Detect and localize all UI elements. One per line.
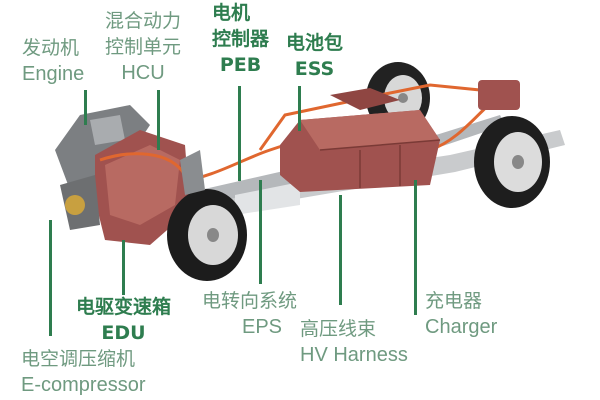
charger-leader-line [414,180,417,315]
harness-label-zh: 高压线束 [300,318,377,340]
peb-label-en: PEB [219,54,262,76]
hcu-leader-line [157,90,160,150]
charger-label-zh: 充电器 [425,290,483,312]
eps-leader-line [259,180,262,284]
hcu-label-en: HCU [121,62,165,84]
front-right-wheel [167,150,247,281]
harness-label: 高压线束 HV Harness [300,316,408,368]
battery-pack [280,88,441,192]
engine-leader-line [84,90,87,125]
hcu-label-zh-2: 控制单元 [105,36,182,58]
ess-label: 电池包 ESS [286,30,343,82]
harness-label-en: HV Harness [300,344,408,366]
hcu-label: 混合动力 控制单元 HCU [105,8,181,86]
edu-label-en: EDU [101,322,146,344]
powertrain [55,105,190,245]
peb-leader-line [238,86,241,181]
ecompressor-label-zh: 电空调压缩机 [21,348,136,370]
harness-leader-line [339,195,342,305]
charger-unit [478,80,520,110]
eps-label-en: EPS [242,316,283,338]
peb-label-zh-1: 电机 [212,2,251,24]
charger-label: 充电器 Charger [425,288,497,340]
peb-label-zh-2: 控制器 [212,28,270,50]
eps-label: 电转向系统 EPS [202,288,297,340]
engine-label-zh: 发动机 [22,37,80,59]
ess-leader-line [298,86,301,131]
ess-label-en: ESS [294,58,335,80]
edu-label: 电驱变速箱 EDU [76,294,171,346]
rear-right-wheel [474,116,550,208]
edu-leader-line [122,240,125,295]
engine-label-en: Engine [22,63,85,85]
eps-label-zh: 电转向系统 [202,290,298,312]
ecompressor-leader-line [49,220,52,336]
edu-label-zh: 电驱变速箱 [76,296,172,318]
ecompressor-label-en: E-compressor [21,374,146,396]
ess-label-zh: 电池包 [286,32,344,54]
ecompressor-label: 电空调压缩机 E-compressor [21,346,145,398]
hcu-label-zh-1: 混合动力 [105,10,182,32]
peb-label: 电机 控制器 PEB [212,0,269,78]
engine-label: 发动机 Engine [22,35,84,87]
charger-label-en: Charger [425,316,498,338]
